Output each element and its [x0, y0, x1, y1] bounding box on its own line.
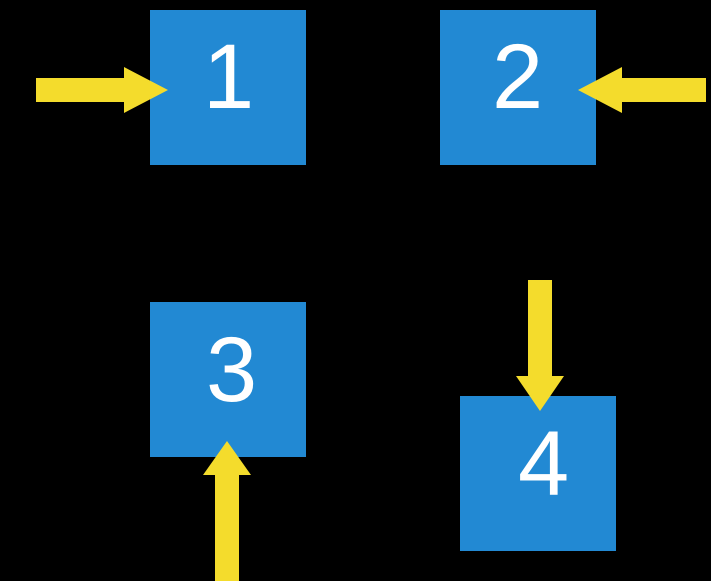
arrow-down-into-box-4	[516, 280, 564, 411]
arrow-up-into-box-3	[203, 441, 251, 581]
node-label-4: 4	[518, 413, 570, 515]
arrow-left-icon	[578, 67, 706, 113]
node-box-2[interactable]	[440, 10, 596, 165]
arrow-right-into-box-1	[36, 67, 168, 113]
node-label-2: 2	[492, 26, 544, 128]
node-label-3: 3	[206, 319, 258, 421]
node-box-1[interactable]	[150, 10, 306, 165]
node-label-1: 1	[203, 26, 255, 128]
arrow-left-into-box-2	[578, 67, 706, 113]
arrow-up-icon	[203, 441, 251, 581]
arrow-right-icon	[36, 67, 168, 113]
node-box-3[interactable]	[150, 302, 306, 457]
node-box-4[interactable]	[460, 396, 616, 551]
arrow-down-icon	[516, 280, 564, 411]
